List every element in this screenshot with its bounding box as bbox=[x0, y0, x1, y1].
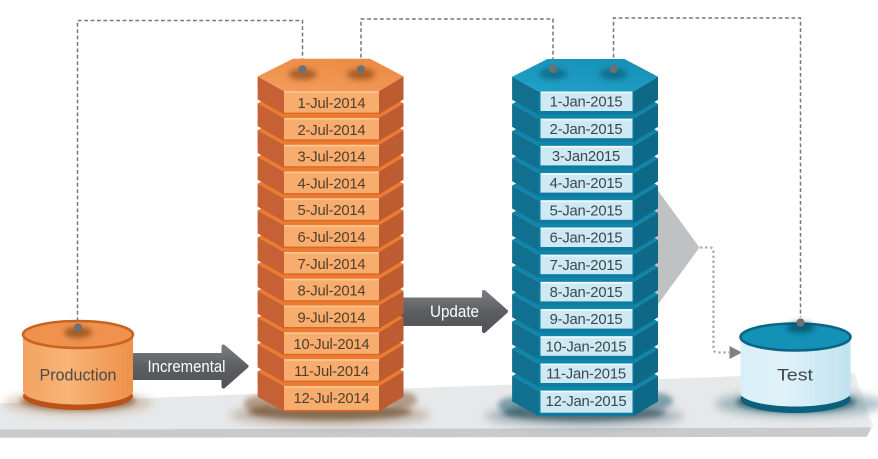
svg-text:10-Jan-2015: 10-Jan-2015 bbox=[546, 339, 627, 355]
svg-text:12-Jan-2015: 12-Jan-2015 bbox=[546, 394, 627, 410]
svg-text:10-Jul-2014: 10-Jul-2014 bbox=[294, 337, 370, 353]
svg-text:11-Jan-2015: 11-Jan-2015 bbox=[546, 367, 626, 383]
svg-text:Production: Production bbox=[40, 366, 117, 385]
svg-text:7-Jan-2015: 7-Jan-2015 bbox=[550, 258, 623, 274]
svg-text:2-Jul-2014: 2-Jul-2014 bbox=[298, 123, 366, 139]
svg-text:6-Jul-2014: 6-Jul-2014 bbox=[298, 230, 366, 246]
svg-text:8-Jan-2015: 8-Jan-2015 bbox=[550, 285, 623, 301]
svg-text:2-Jan-2015: 2-Jan-2015 bbox=[550, 122, 623, 138]
svg-text:8-Jul-2014: 8-Jul-2014 bbox=[298, 284, 366, 300]
svg-text:11-Jul-2014: 11-Jul-2014 bbox=[294, 364, 369, 380]
svg-text:4-Jan-2015: 4-Jan-2015 bbox=[550, 176, 623, 192]
svg-text:Incremental: Incremental bbox=[148, 357, 226, 376]
svg-text:Update: Update bbox=[430, 302, 479, 321]
svg-text:1-Jul-2014: 1-Jul-2014 bbox=[298, 96, 366, 112]
svg-text:Test: Test bbox=[777, 366, 813, 385]
svg-text:5-Jan-2015: 5-Jan-2015 bbox=[550, 203, 623, 219]
svg-text:12-Jul-2014: 12-Jul-2014 bbox=[294, 391, 370, 407]
svg-text:6-Jan-2015: 6-Jan-2015 bbox=[550, 231, 623, 247]
svg-text:7-Jul-2014: 7-Jul-2014 bbox=[298, 257, 366, 273]
svg-text:9-Jan-2015: 9-Jan-2015 bbox=[550, 312, 623, 328]
svg-text:3-Jan2015: 3-Jan2015 bbox=[552, 149, 620, 165]
svg-text:4-Jul-2014: 4-Jul-2014 bbox=[298, 176, 366, 192]
svg-text:3-Jul-2014: 3-Jul-2014 bbox=[298, 150, 366, 166]
svg-text:9-Jul-2014: 9-Jul-2014 bbox=[298, 310, 366, 326]
svg-text:1-Jan-2015: 1-Jan-2015 bbox=[550, 95, 623, 111]
svg-text:5-Jul-2014: 5-Jul-2014 bbox=[298, 203, 366, 219]
